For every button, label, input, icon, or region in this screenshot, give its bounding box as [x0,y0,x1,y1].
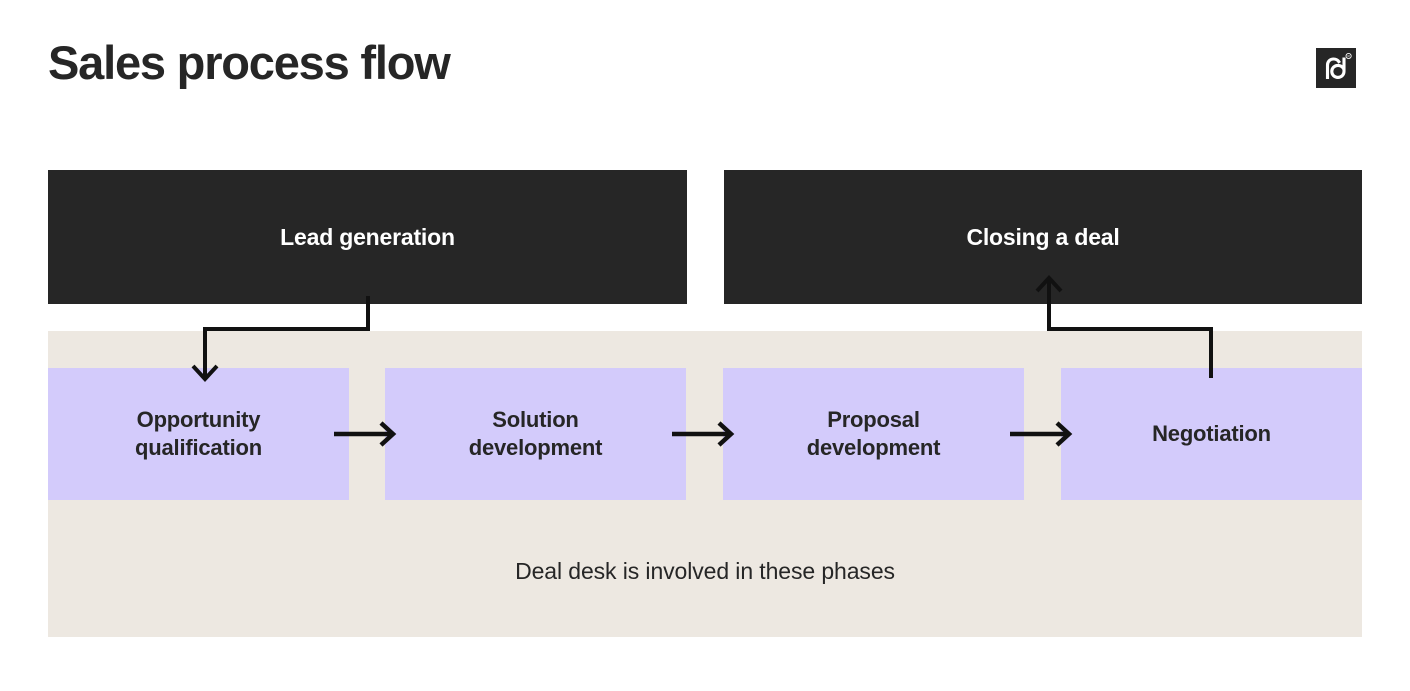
pandadoc-logo-icon: R [1325,52,1352,80]
stage-box-solution-development[interactable]: Solution development [385,368,686,500]
stage-box-proposal-development[interactable]: Proposal development [723,368,1024,500]
deal-desk-caption: Deal desk is involved in these phases [515,558,895,584]
phase-label: Lead generation [280,223,455,250]
stage-box-opportunity-qualification[interactable]: Opportunity qualification [48,368,349,500]
page-title: Sales process flow [48,36,451,89]
phase-label: Closing a deal [966,223,1120,250]
stage-label: Proposal development [806,406,941,460]
stage-label: Negotiation [1152,420,1271,446]
svg-text:R: R [1347,54,1350,58]
phase-box-closing-a-deal[interactable]: Closing a deal [724,170,1362,304]
stage-box-negotiation[interactable]: Negotiation [1061,368,1362,500]
pandadoc-logo: R [1316,48,1356,88]
stage-label: Solution development [468,406,603,460]
phase-box-lead-generation[interactable]: Lead generation [48,170,687,304]
stage-label: Opportunity qualification [135,406,262,460]
